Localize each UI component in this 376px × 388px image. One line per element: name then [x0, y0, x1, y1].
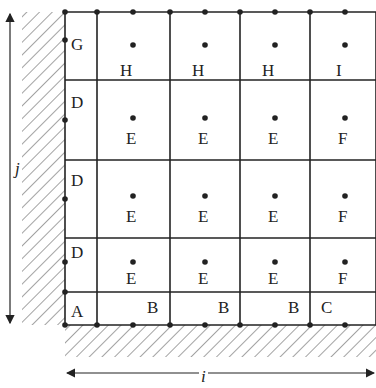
grid-point — [342, 193, 348, 199]
grid-point-label: F — [338, 130, 347, 147]
grid-point — [62, 196, 68, 202]
grid-point — [202, 259, 208, 265]
grid-point — [202, 322, 208, 328]
grid-point-label: F — [338, 270, 347, 287]
grid-point-label: E — [126, 270, 136, 287]
grid-point — [62, 9, 68, 15]
grid-point-label: D — [71, 244, 83, 261]
grid-line — [65, 324, 376, 326]
i-dimension-arrow — [67, 372, 374, 373]
grid-line — [65, 79, 376, 81]
grid-point — [342, 322, 348, 328]
j-dimension-arrow — [9, 14, 10, 323]
grid-point — [272, 193, 278, 199]
grid-point-label: B — [288, 299, 299, 316]
grid-point-label: E — [126, 130, 136, 147]
grid-point — [202, 9, 208, 15]
grid-line — [375, 12, 376, 325]
grid-point-label: H — [120, 62, 132, 79]
grid-line — [65, 11, 376, 13]
grid-point — [94, 9, 100, 15]
grid-point — [130, 322, 136, 328]
grid-point — [130, 193, 136, 199]
grid-point — [130, 259, 136, 265]
grid-points — [62, 9, 348, 328]
grid-point — [307, 9, 313, 15]
grid-lines — [65, 12, 376, 325]
grid-line — [65, 291, 376, 293]
grid-point — [62, 289, 68, 295]
grid-point-label: E — [268, 270, 278, 287]
grid-point — [130, 9, 136, 15]
grid-line — [96, 12, 98, 325]
grid-point — [342, 9, 348, 15]
grid-point — [62, 117, 68, 123]
grid-point-label: D — [71, 94, 83, 111]
grid-point — [167, 322, 173, 328]
grid-point-label: B — [218, 299, 229, 316]
axis-label: j — [13, 160, 22, 177]
grid-point-label: E — [268, 130, 278, 147]
grid-point — [237, 9, 243, 15]
grid-line — [64, 12, 66, 325]
grid-point — [202, 193, 208, 199]
grid-point — [342, 42, 348, 48]
grid-point — [272, 322, 278, 328]
axis-label: i — [199, 368, 208, 385]
grid-point — [272, 42, 278, 48]
grid-point — [167, 9, 173, 15]
grid-point-label: E — [198, 270, 208, 287]
grid-point-label: C — [321, 299, 332, 316]
left-wall-hatch — [22, 12, 65, 325]
grid-point — [342, 259, 348, 265]
grid-line — [169, 12, 171, 325]
grid-point — [272, 9, 278, 15]
grid-point — [307, 322, 313, 328]
grid-line — [239, 12, 241, 325]
grid-point-label: H — [262, 62, 274, 79]
bottom-wall-hatch — [65, 325, 376, 357]
grid-point-label: D — [71, 172, 83, 189]
grid-point-label: B — [147, 299, 158, 316]
grid-point — [272, 115, 278, 121]
grid-line — [65, 237, 376, 239]
grid-point — [62, 37, 68, 43]
grid-point — [62, 322, 68, 328]
grid-point-label: G — [71, 36, 83, 53]
grid-point-label: E — [126, 208, 136, 225]
grid-point — [94, 322, 100, 328]
grid-point-label: E — [198, 130, 208, 147]
grid-point-label: I — [336, 62, 342, 79]
grid-point-label: E — [198, 208, 208, 225]
grid-line — [309, 12, 311, 325]
grid-point-label: H — [192, 62, 204, 79]
grid-point — [202, 115, 208, 121]
grid-point-label: F — [338, 208, 347, 225]
grid-point — [130, 115, 136, 121]
grid-point-label: A — [71, 303, 83, 320]
grid-point — [272, 259, 278, 265]
grid-point — [237, 322, 243, 328]
grid-point — [62, 259, 68, 265]
grid-point — [342, 115, 348, 121]
grid-point — [202, 42, 208, 48]
grid-line — [65, 159, 376, 161]
grid-point — [130, 42, 136, 48]
grid-point-label: E — [268, 208, 278, 225]
